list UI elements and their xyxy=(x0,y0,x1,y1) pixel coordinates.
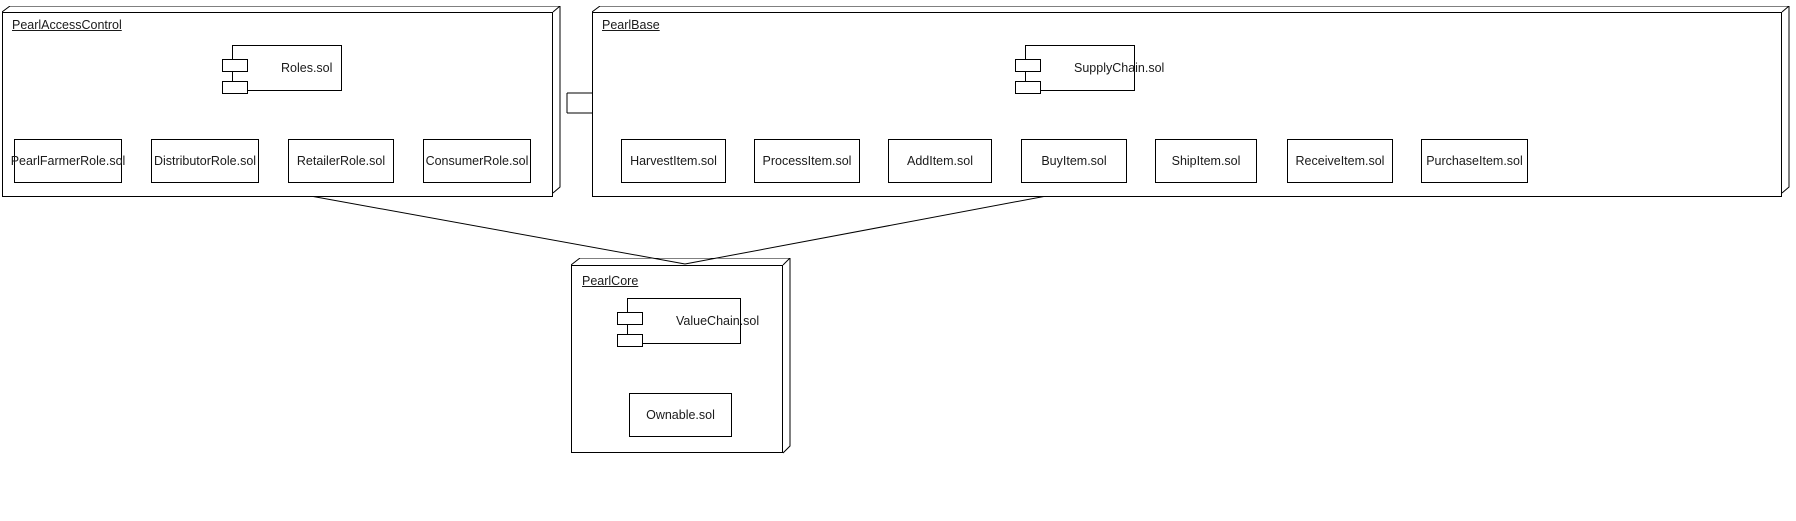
component-roles-sol[interactable]: Roles.sol xyxy=(222,45,342,94)
component-purchaseitem-sol[interactable]: PurchaseItem.sol xyxy=(1421,139,1528,183)
component-receiveitem-sol[interactable]: ReceiveItem.sol xyxy=(1287,139,1393,183)
component-label: PearlFarmerRole.sol xyxy=(10,153,126,168)
package-label-pearl-core: PearlCore xyxy=(582,274,639,288)
component-additem-sol[interactable]: AddItem.sol xyxy=(888,139,992,183)
package-link-edges xyxy=(282,190,1074,265)
component-label: PurchaseItem.sol xyxy=(1426,153,1523,168)
component-label: ProcessItem.sol xyxy=(762,153,852,168)
component-label: DistributorRole.sol xyxy=(153,153,257,168)
component-harvestitem-sol[interactable]: HarvestItem.sol xyxy=(621,139,726,183)
component-tab-upper-icon xyxy=(1015,59,1041,72)
component-label: Ownable.sol xyxy=(646,407,715,422)
package-label-pearl-base: PearlBase xyxy=(602,18,660,32)
component-label: BuyItem.sol xyxy=(1041,153,1107,168)
component-tab-lower-icon xyxy=(1015,81,1041,94)
component-distributorrole-sol[interactable]: DistributorRole.sol xyxy=(151,139,259,183)
component-processitem-sol[interactable]: ProcessItem.sol xyxy=(754,139,860,183)
component-label: ShipItem.sol xyxy=(1171,153,1241,168)
component-consumerrole-sol[interactable]: ConsumerRole.sol xyxy=(423,139,531,183)
component-valuechain-sol[interactable]: ValueChain.sol xyxy=(617,298,759,347)
package-pearl-base[interactable]: PearlBase SupplyChain.sol HarvestItem.so… xyxy=(592,6,1796,201)
inter-package-connector xyxy=(566,92,592,114)
component-supplychain-sol[interactable]: SupplyChain.sol xyxy=(1015,45,1164,94)
component-tab-upper-icon xyxy=(617,312,643,325)
component-label: RetailerRole.sol xyxy=(296,153,386,168)
package-pearl-core[interactable]: PearlCore ValueChain.sol Ownable.sol xyxy=(571,258,793,458)
component-buyitem-sol[interactable]: BuyItem.sol xyxy=(1021,139,1127,183)
component-label: ConsumerRole.sol xyxy=(425,153,529,168)
component-label: Roles.sol xyxy=(281,60,333,75)
component-label: AddItem.sol xyxy=(906,153,973,168)
package-pearl-access-control[interactable]: PearlAccessControl Roles.sol PearlFarmer… xyxy=(2,6,567,201)
component-tab-upper-icon xyxy=(222,59,248,72)
component-label: SupplyChain.sol xyxy=(1074,60,1165,75)
component-label: HarvestItem.sol xyxy=(630,153,717,168)
component-label: ReceiveItem.sol xyxy=(1295,153,1385,168)
component-ownable-sol[interactable]: Ownable.sol xyxy=(629,393,732,437)
component-shipitem-sol[interactable]: ShipItem.sol xyxy=(1155,139,1257,183)
component-tab-lower-icon xyxy=(222,81,248,94)
component-retailerrole-sol[interactable]: RetailerRole.sol xyxy=(288,139,394,183)
component-label: ValueChain.sol xyxy=(676,313,760,328)
package-label-access-control: PearlAccessControl xyxy=(12,18,122,32)
component-tab-lower-icon xyxy=(617,334,643,347)
component-pearlfarmerrole-sol[interactable]: PearlFarmerRole.sol xyxy=(11,139,125,183)
